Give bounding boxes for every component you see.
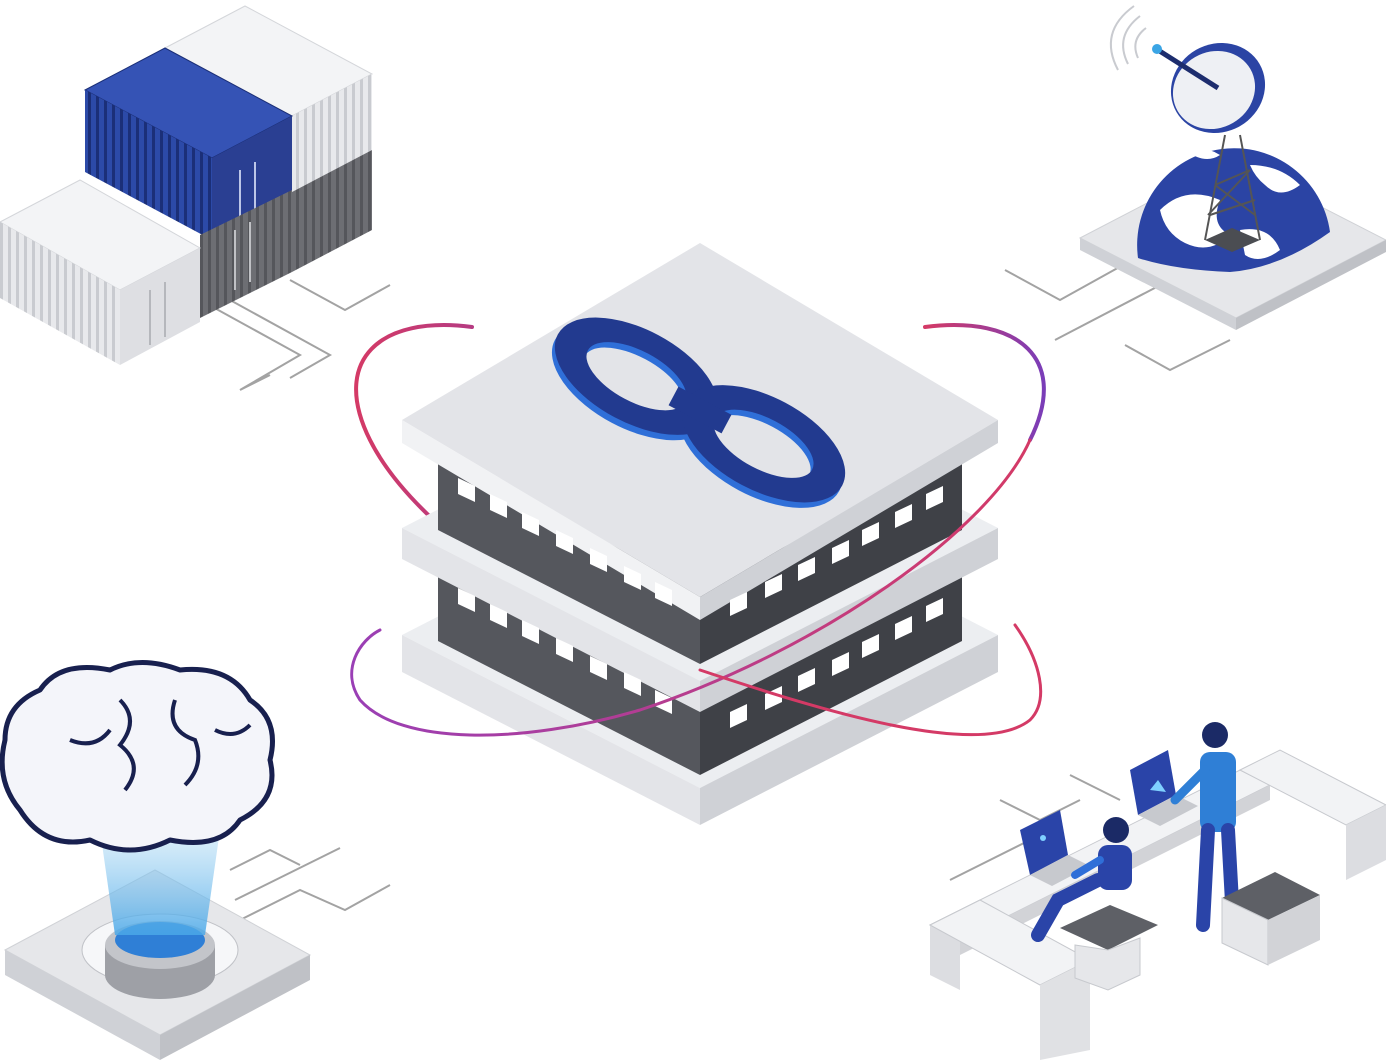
- orbit-ring-front-2: [698, 623, 1043, 737]
- connector-ai-3: [229, 848, 301, 871]
- people-at-workstations-icon: [928, 722, 1386, 1060]
- infinity-link-logo-icon: [551, 317, 846, 508]
- satellite-dish-globe-icon: [1078, 5, 1386, 330]
- central-hub-building: [402, 243, 998, 825]
- connector-office-3: [1069, 774, 1121, 801]
- connector-containers-3: [229, 299, 333, 379]
- shipping-containers-icon: [0, 5, 374, 365]
- orbit-ring-back-right: [923, 323, 1046, 442]
- connector-satellite-2: [1054, 279, 1171, 341]
- brain-hologram-icon: [0, 660, 312, 1060]
- connector-ai: [239, 884, 391, 921]
- connector-containers-2: [289, 279, 391, 312]
- hub-windows: [458, 478, 943, 616]
- orbit-ring-front: [350, 438, 1032, 737]
- connector-containers: [199, 299, 303, 391]
- connector-office-2: [999, 799, 1081, 822]
- connector-satellite-3: [1124, 339, 1231, 372]
- connector-ai-2: [234, 847, 341, 901]
